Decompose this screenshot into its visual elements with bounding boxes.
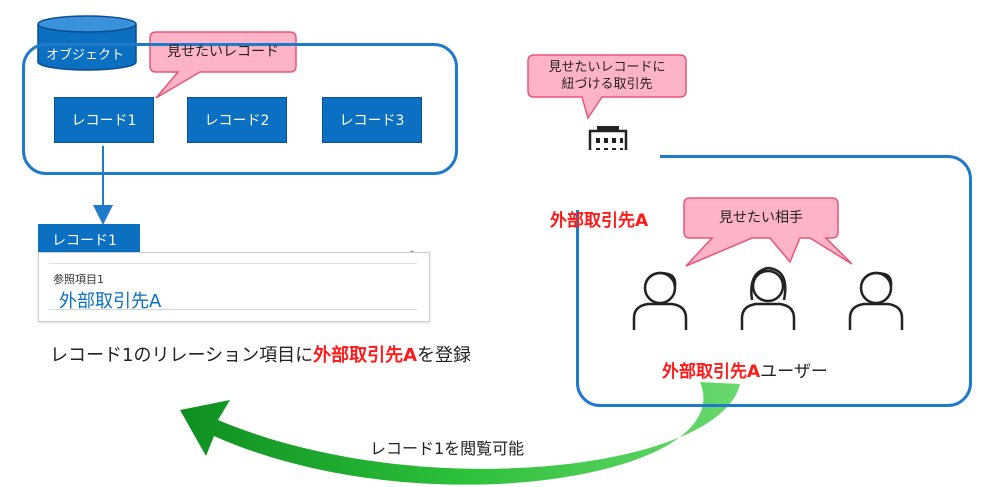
records-callout-text: 見せたいレコード [167, 43, 279, 60]
field-label: 参照項目1 [53, 273, 104, 286]
user-icon-3 [848, 271, 904, 330]
record-1[interactable]: レコード1 [54, 97, 154, 143]
record-card-tab: レコード1 [38, 224, 140, 254]
access-arrow-label: レコード1を閲覧可能 [370, 439, 525, 458]
users-label-suffix: ユーザー [760, 362, 828, 382]
users-frame-mask [568, 150, 664, 210]
users-callout-bubble [683, 197, 853, 267]
account-callout-line1: 見せたいレコードに [548, 60, 666, 75]
record-card: 参照項目1 外部取引先A [38, 252, 430, 322]
account-name: 外部取引先A [550, 211, 649, 231]
users-callout-text: 見せたい相手 [719, 209, 803, 226]
object-label: オブジェクト [46, 48, 125, 63]
access-arrow [180, 382, 740, 485]
registration-note-highlight: 外部取引先A [313, 345, 418, 366]
registration-note-suffix: を登録 [417, 345, 472, 366]
user-icon-2 [740, 266, 796, 330]
account-callout-line2: 紐づける取引先 [561, 77, 653, 92]
account-callout-bubble [527, 54, 687, 120]
object-frame [22, 43, 458, 175]
records-callout-bubble [149, 31, 297, 99]
record-2[interactable]: レコード2 [187, 97, 287, 143]
user-icon-1 [632, 271, 688, 330]
account-callout-text: 見せたいレコードに 紐づける取引先 [528, 55, 686, 97]
database-icon [37, 15, 137, 71]
registration-note-prefix: レコード1のリレーション項目に [50, 345, 314, 366]
field-value-link[interactable]: 外部取引先A [59, 291, 162, 312]
users-label: 外部取引先Aユーザー [662, 357, 828, 382]
record-3[interactable]: レコード3 [322, 97, 422, 143]
users-frame-top-edge [660, 155, 910, 158]
users-label-highlight: 外部取引先A [662, 362, 761, 382]
registration-note: レコード1のリレーション項目に外部取引先Aを登録 [50, 341, 471, 367]
